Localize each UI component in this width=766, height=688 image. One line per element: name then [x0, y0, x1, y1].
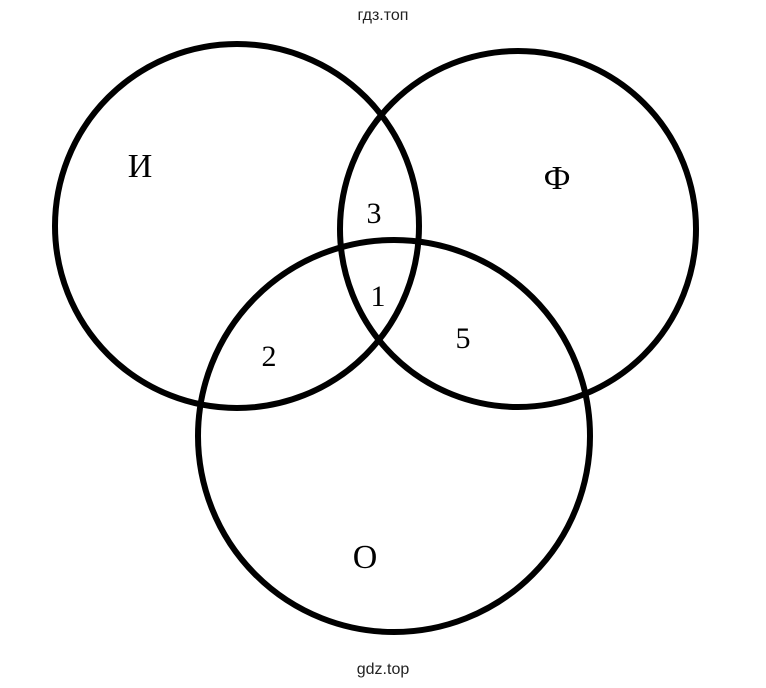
- watermark-bottom: gdz.top: [357, 661, 410, 678]
- label-set-f: Ф: [544, 160, 571, 197]
- region-i-f-o: 1: [371, 280, 386, 313]
- label-set-o: О: [353, 539, 378, 576]
- circle-o: [195, 237, 593, 635]
- watermark-top: гдз.топ: [358, 7, 409, 24]
- region-i-o: 2: [262, 340, 277, 373]
- circle-i: [52, 41, 422, 411]
- region-i-f: 3: [367, 197, 382, 230]
- circle-f: [337, 48, 699, 410]
- region-f-o: 5: [456, 322, 471, 355]
- label-set-i: И: [128, 148, 153, 185]
